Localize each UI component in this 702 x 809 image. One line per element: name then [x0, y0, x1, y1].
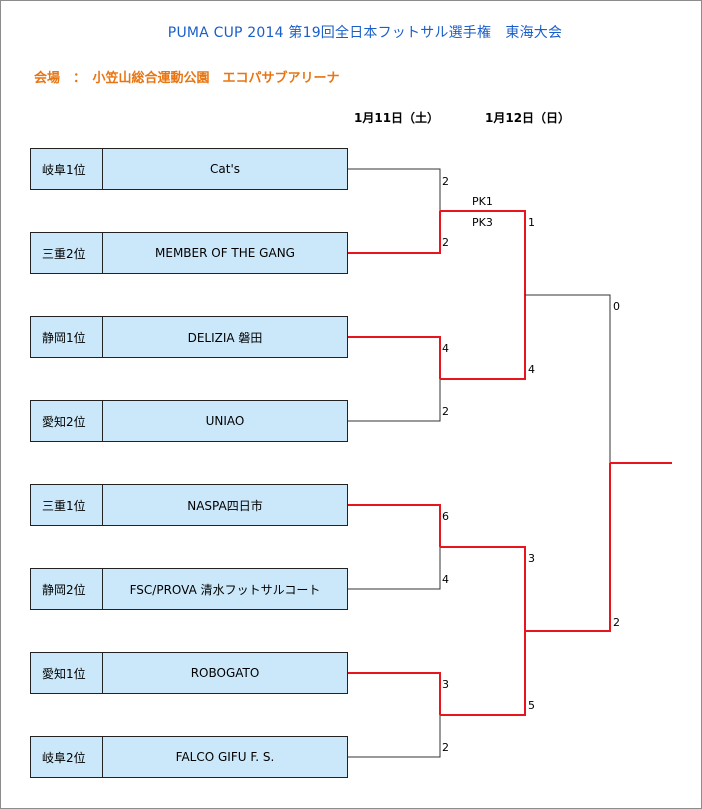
bracket-line-winner — [440, 546, 526, 631]
venue-label: 会場 ： 小笠山総合運動公園 エコパサブアリーナ — [34, 71, 340, 86]
bracket-line-loser — [525, 294, 611, 463]
team-name: NASPA四日市 — [102, 484, 348, 526]
page-title: PUMA CUP 2014 第19回全日本フットサル選手権 東海大会 — [167, 25, 563, 41]
score-label: 2 — [442, 741, 449, 754]
day-label-round1: 1月11日（土） — [354, 111, 440, 125]
team-name: UNIAO — [102, 400, 348, 442]
team-name: FSC/PROVA 清水フットサルコート — [102, 568, 348, 610]
seed-label: 愛知1位 — [30, 652, 103, 694]
seed-label: 三重1位 — [30, 484, 103, 526]
score-label: 2 — [442, 175, 449, 188]
day-label-round2: 1月12日（日） — [485, 111, 571, 125]
bracket-line-loser — [348, 715, 441, 758]
seed-label: 岐阜2位 — [30, 736, 103, 778]
score-label: 1 — [528, 216, 535, 229]
pk-label: PK3 — [472, 216, 493, 229]
bracket-line-winner — [440, 631, 526, 716]
score-label: 2 — [442, 405, 449, 418]
score-label: 6 — [442, 510, 449, 523]
score-label: 4 — [442, 573, 449, 586]
bracket-line-winner — [348, 211, 441, 254]
seed-label: 静岡1位 — [30, 316, 103, 358]
bracket-line-winner — [525, 463, 611, 632]
bracket-line-loser — [348, 379, 441, 422]
score-label: 4 — [528, 363, 535, 376]
team-name: MEMBER OF THE GANG — [102, 232, 348, 274]
bracket-line-winner — [440, 210, 526, 295]
team-name: FALCO GIFU F. S. — [102, 736, 348, 778]
pk-label: PK1 — [472, 195, 493, 208]
score-label: 4 — [442, 342, 449, 355]
bracket-line-winner — [348, 336, 441, 379]
score-label: 3 — [528, 552, 535, 565]
bracket-line-winner — [348, 672, 441, 715]
score-label: 5 — [528, 699, 535, 712]
team-name: Cat's — [102, 148, 348, 190]
bracket-line-winner — [348, 504, 441, 547]
score-label: 2 — [442, 236, 449, 249]
score-label: 0 — [613, 300, 620, 313]
team-name: ROBOGATO — [102, 652, 348, 694]
score-label: 3 — [442, 678, 449, 691]
bracket-line-loser — [348, 547, 441, 590]
score-label: 2 — [613, 616, 620, 629]
bracket-line-winner — [440, 295, 526, 380]
seed-label: 愛知2位 — [30, 400, 103, 442]
seed-label: 静岡2位 — [30, 568, 103, 610]
bracket-line-loser — [348, 168, 441, 211]
team-name: DELIZIA 磐田 — [102, 316, 348, 358]
